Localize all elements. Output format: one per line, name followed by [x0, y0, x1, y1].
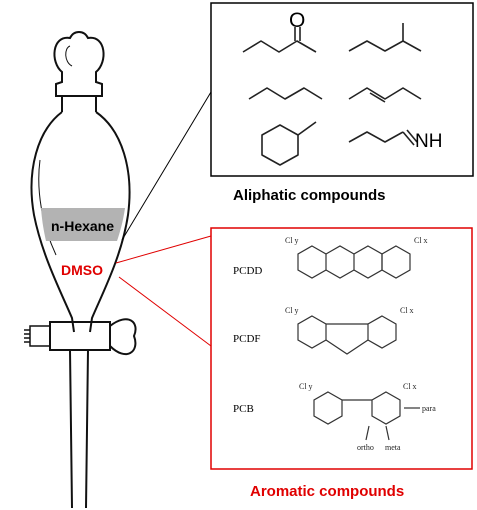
aliphatic-structures	[242, 23, 422, 166]
pcb-label: PCB	[233, 403, 254, 415]
funnel-body	[30, 111, 131, 333]
aromatic-panel	[210, 227, 473, 470]
imine-chain	[348, 131, 404, 143]
aromatic-structures	[297, 245, 420, 441]
funnel-stem	[69, 349, 89, 509]
dmso-label: DMSO	[61, 262, 103, 278]
aromatic-caption: Aromatic compounds	[250, 483, 405, 500]
pcdd-cly-label: Cl y	[285, 236, 299, 245]
pcb-para-label: para	[422, 404, 436, 413]
pcdd-clx-label: Cl x	[414, 236, 428, 245]
ketone-oxygen-label: O	[289, 9, 306, 32]
pcb-clx-label: Cl x	[403, 382, 417, 391]
imine-nh-label: NH	[415, 131, 443, 152]
alkene-chain	[348, 87, 422, 100]
pcdf-cly-label: Cl y	[285, 306, 299, 315]
aliphatic-connector	[121, 91, 212, 241]
linear-alkane	[248, 87, 323, 100]
hexane-label: n-Hexane	[51, 218, 115, 234]
funnel-stopcock	[49, 321, 111, 351]
pcdf-label: PCDF	[233, 333, 261, 345]
hexane-layer	[41, 208, 125, 241]
pcb-cly-label: Cl y	[299, 382, 313, 391]
pcdf-clx-label: Cl x	[400, 306, 414, 315]
aromatic-connector-lower	[118, 276, 212, 347]
pcb-ortho-label: ortho	[357, 443, 374, 452]
aliphatic-caption: Aliphatic compounds	[233, 187, 386, 204]
ketone-chain	[242, 40, 317, 53]
pcb-meta-label: meta	[385, 443, 401, 452]
funnel-stopper	[53, 31, 105, 97]
aliphatic-panel	[210, 2, 474, 177]
branched-alkane	[348, 40, 422, 52]
pcdd-label: PCDD	[233, 265, 263, 277]
pcdd-structure	[297, 245, 411, 279]
separatory-funnel	[24, 31, 137, 509]
pcb-structure	[313, 391, 420, 441]
pcdf-structure	[297, 315, 397, 355]
funnel-neck	[61, 96, 97, 112]
aromatic-connector-upper	[115, 235, 212, 264]
